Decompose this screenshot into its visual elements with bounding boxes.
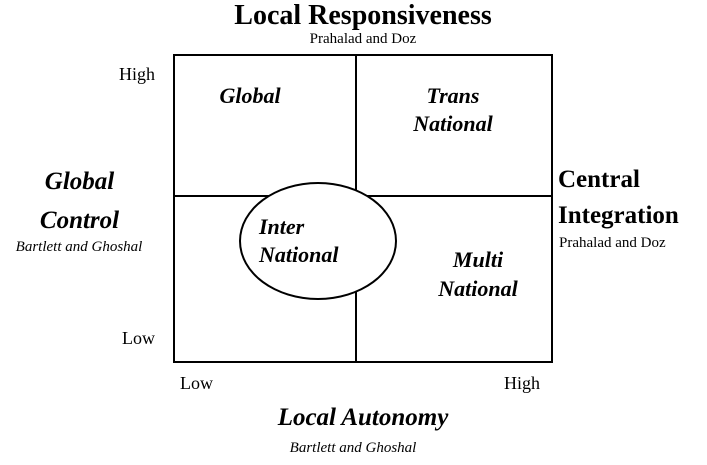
x-axis-tick-low: Low xyxy=(180,373,213,393)
center-ellipse: Inter National xyxy=(239,182,397,300)
quadrant-international-label: Inter National xyxy=(259,213,395,269)
right-axis-title: Central Integration xyxy=(558,162,707,234)
top-axis-attribution: Prahalad and Doz xyxy=(309,31,417,47)
top-axis-title: Local Responsiveness xyxy=(234,0,492,31)
quadrant-multinational-label: Multi National xyxy=(418,245,538,303)
left-axis-title: Global Control xyxy=(2,162,157,240)
y-axis-tick-high: High xyxy=(119,64,155,84)
quadrant-multinational-line2: National xyxy=(438,276,518,301)
x-axis-tick-high: High xyxy=(504,373,540,393)
quadrant-transnational-label: Trans National xyxy=(393,82,513,138)
right-axis-title-line2: Integration xyxy=(558,202,679,229)
quadrant-multinational-line1: Multi xyxy=(452,247,504,272)
quadrant-transnational-line1: Trans xyxy=(426,83,480,108)
left-axis-title-line1: Global xyxy=(44,168,115,195)
quadrant-transnational-line2: National xyxy=(413,111,493,136)
bottom-axis-title: Local Autonomy xyxy=(277,404,449,431)
quadrant-international-line2: National xyxy=(259,242,339,267)
bottom-axis-attribution: Bartlett and Ghoshal xyxy=(289,440,417,456)
left-axis-title-line2: Control xyxy=(39,207,120,234)
right-axis-title-line1: Central xyxy=(558,166,640,193)
left-axis-attribution: Bartlett and Ghoshal xyxy=(15,239,143,255)
right-axis-attribution: Prahalad and Doz xyxy=(559,235,666,251)
y-axis-tick-low: Low xyxy=(122,328,155,348)
quadrant-international-line1: Inter xyxy=(259,214,305,239)
quadrant-global-label: Global xyxy=(219,83,281,108)
matrix-frame xyxy=(173,54,553,363)
